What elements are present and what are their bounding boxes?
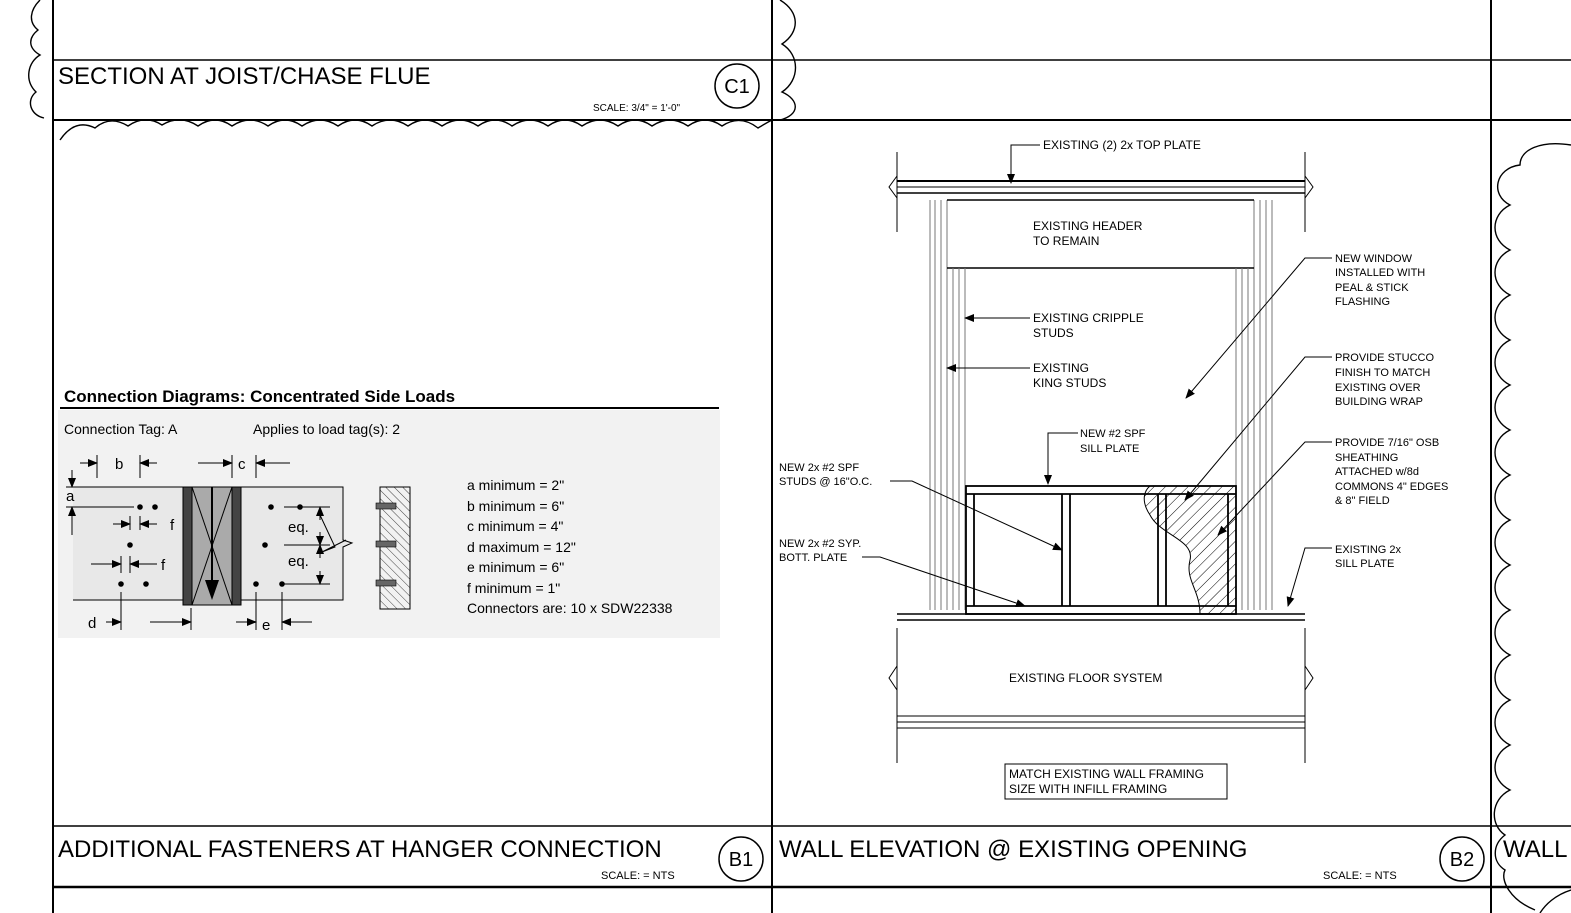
spec-a: a minimum = 2": [467, 477, 564, 493]
dim-eq-label-top: eq.: [288, 519, 309, 536]
panel-b2-title-block: WALL ELEVATION @ EXISTING OPENING SCALE:…: [779, 836, 1485, 882]
dim-f-label-top: f: [170, 517, 175, 534]
spec-d: d maximum = 12": [467, 539, 576, 555]
note-window-line3: PEAL & STICK: [1335, 282, 1409, 294]
note-top-plate: EXISTING (2) 2x TOP PLATE: [1043, 138, 1201, 152]
note-window-line4: FLASHING: [1335, 296, 1390, 308]
dim-f-label-bottom: f: [161, 557, 166, 574]
panel-c1-tag: C1: [724, 76, 750, 98]
connection-applies-line: Applies to load tag(s): 2: [253, 421, 400, 437]
panel-b1-tag-circle: [718, 836, 764, 882]
dim-a-label: a: [66, 488, 75, 505]
note-sill-new-line1: NEW #2 SPF: [1080, 428, 1146, 440]
note-sill-existing-line1: EXISTING 2x: [1335, 544, 1402, 556]
note-stucco-line1: PROVIDE STUCCO: [1335, 352, 1434, 364]
note-osb-line3: ATTACHED w/8d: [1335, 466, 1419, 478]
note-match-box: [1004, 763, 1228, 800]
spec-e: e minimum = 6": [467, 559, 564, 575]
note-osb-line4: COMMONS 4" EDGES: [1335, 481, 1448, 493]
note-osb-line5: & 8" FIELD: [1335, 495, 1390, 507]
note-match-line1: MATCH EXISTING WALL FRAMING: [1009, 767, 1204, 781]
dim-c-label: c: [238, 456, 246, 473]
dim-e-label: e: [262, 617, 270, 634]
panel-b1-scale: SCALE: = NTS: [601, 870, 675, 882]
note-osb-line1: PROVIDE 7/16" OSB: [1335, 437, 1439, 449]
note-stucco-line2: FINISH TO MATCH: [1335, 367, 1430, 379]
panel-b1-title-block: ADDITIONAL FASTENERS AT HANGER CONNECTIO…: [58, 836, 764, 882]
floor-system: [888, 613, 1314, 729]
dim-d-label: d: [88, 615, 96, 632]
spec-c: c minimum = 4": [467, 518, 563, 534]
connection-tag-line: Connection Tag: A: [64, 421, 178, 437]
stucco-patch-hatch: [1143, 485, 1237, 615]
note-stucco-line3: EXISTING OVER: [1335, 382, 1421, 394]
connection-diagram: Connection Diagrams: Concentrated Side L…: [58, 387, 720, 638]
panel-b2-title: WALL ELEVATION @ EXISTING OPENING: [779, 836, 1247, 863]
dim-eq-label-bottom: eq.: [288, 553, 309, 570]
panel-b1-tag: B1: [729, 849, 753, 871]
connection-heading: Connection Diagrams: Concentrated Side L…: [64, 387, 455, 406]
sheet-grid: [52, 0, 1571, 913]
panel-c1-title: SECTION AT JOIST/CHASE FLUE: [58, 63, 431, 90]
dim-b-label: b: [115, 456, 123, 473]
panel-b1-title: ADDITIONAL FASTENERS AT HANGER CONNECTIO…: [58, 836, 662, 863]
panel-b2-tag-circle: [1439, 836, 1485, 882]
note-header-line2: TO REMAIN: [1033, 234, 1099, 248]
panel-b3-title: WALL: [1503, 836, 1567, 863]
note-floor-system: EXISTING FLOOR SYSTEM: [1009, 671, 1162, 685]
connection-side-view: [375, 486, 411, 610]
panel-c1-scale: SCALE: 3/4" = 1'-0": [593, 103, 681, 114]
note-cripple-line1: EXISTING CRIPPLE: [1033, 311, 1144, 325]
wall-leaders: [862, 144, 1332, 607]
spec-f: f minimum = 1": [467, 580, 560, 596]
spec-b: b minimum = 6": [467, 498, 564, 514]
panel-c1-tag-circle: [714, 63, 760, 109]
note-osb-line2: SHEATHING: [1335, 452, 1398, 464]
note-studs-new-line2: STUDS @ 16"O.C.: [779, 476, 872, 488]
note-stucco-line4: BUILDING WRAP: [1335, 396, 1423, 408]
panel-b2-scale: SCALE: = NTS: [1323, 870, 1397, 882]
panel-c1-title-block: SECTION AT JOIST/CHASE FLUE SCALE: 3/4" …: [58, 63, 760, 114]
note-king-line1: EXISTING: [1033, 361, 1089, 375]
note-sill-new-line2: SILL PLATE: [1080, 443, 1139, 455]
connection-dimension-labels: b c a f f eq. eq. d e: [66, 456, 309, 634]
note-bott-plate-line2: BOTT. PLATE: [779, 552, 847, 564]
note-cripple-line2: STUDS: [1033, 326, 1074, 340]
note-sill-existing-line2: SILL PLATE: [1335, 558, 1394, 570]
note-studs-new-line1: NEW 2x #2 SPF: [779, 462, 859, 474]
wall-notes: EXISTING (2) 2x TOP PLATE EXISTING HEADE…: [779, 138, 1448, 800]
connection-spec-list: a minimum = 2" b minimum = 6" c minimum …: [467, 477, 673, 616]
connection-joist: [182, 486, 242, 606]
top-plate: [888, 175, 1314, 199]
panel-b2-tag: B2: [1450, 849, 1474, 871]
connection-fasteners: [118, 504, 303, 587]
note-window-line1: NEW WINDOW: [1335, 253, 1413, 265]
note-match-line2: SIZE WITH INFILL FRAMING: [1009, 782, 1167, 796]
spec-connectors: Connectors are: 10 x SDW22338: [467, 600, 673, 616]
revision-clouds: [28, 0, 1571, 913]
note-king-line2: KING STUDS: [1033, 376, 1106, 390]
wall-elevation: [862, 144, 1332, 763]
note-window-line2: INSTALLED WITH: [1335, 267, 1425, 279]
connection-dimensions: [66, 455, 330, 630]
note-bott-plate-line1: NEW 2x #2 SYP.: [779, 538, 861, 550]
note-header-line1: EXISTING HEADER: [1033, 219, 1143, 233]
